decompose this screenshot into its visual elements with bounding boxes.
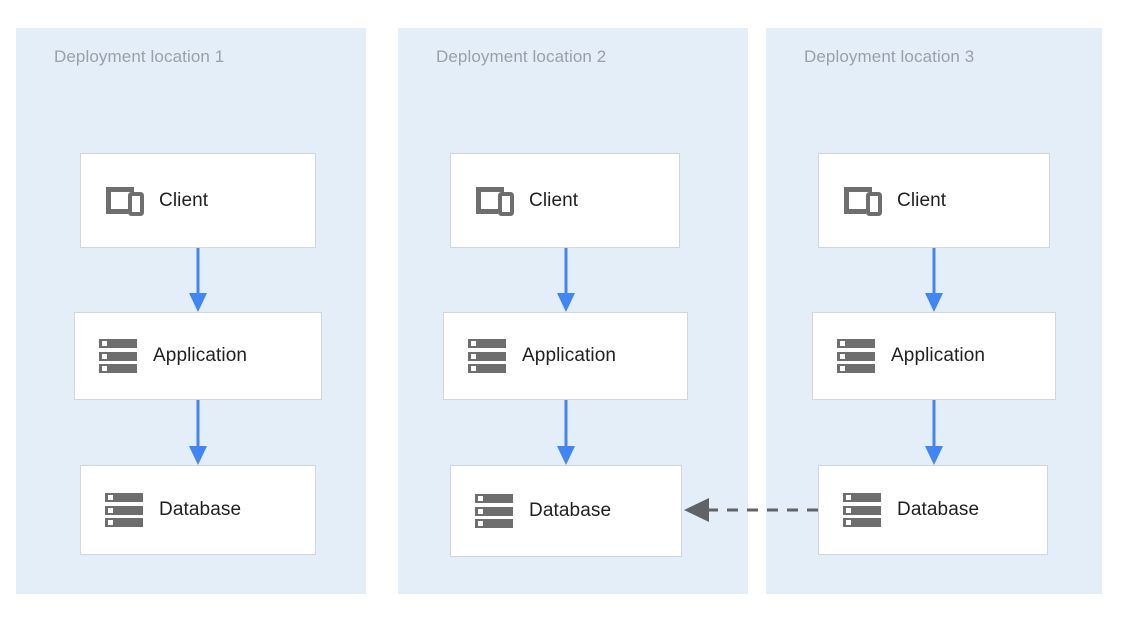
node-label-database-1: Database: [159, 499, 242, 520]
node-application-1[interactable]: Application: [74, 312, 322, 400]
server-bar: [105, 505, 143, 515]
server-icon: [841, 489, 883, 531]
server-bar: [843, 505, 881, 515]
server-bar: [837, 351, 875, 361]
node-label-client-1: Client: [159, 189, 209, 211]
server-bar: [837, 339, 875, 348]
server-bar: [475, 519, 513, 528]
node-application-3[interactable]: Application: [812, 312, 1056, 400]
node-label-application-2: Application: [522, 345, 617, 366]
server-icon: [103, 489, 145, 531]
server-bar: [837, 364, 875, 373]
node-application-2[interactable]: Application: [443, 312, 688, 400]
node-database-3[interactable]: Database: [818, 465, 1048, 555]
server-icon: [466, 335, 508, 377]
server-icon: [473, 490, 515, 532]
server-bar: [475, 494, 513, 503]
node-label-application-3: Application: [891, 345, 986, 366]
server-icon: [835, 335, 877, 377]
node-client-2[interactable]: Client: [450, 153, 680, 248]
devices-icon: [103, 180, 145, 222]
server-bar: [99, 364, 137, 373]
server-bar: [843, 493, 881, 502]
zone-title-1: Deployment location 1: [54, 47, 225, 66]
server-bar: [99, 351, 137, 361]
node-label-client-3: Client: [897, 189, 947, 211]
devices-icon: [473, 180, 515, 222]
node-label-client-2: Client: [529, 189, 579, 211]
node-client-3[interactable]: Client: [818, 153, 1050, 248]
devices-icon: [841, 180, 883, 222]
server-bar: [843, 518, 881, 527]
server-bar: [475, 506, 513, 516]
server-bar: [468, 364, 506, 373]
node-label-application-1: Application: [153, 345, 248, 366]
node-label-database-3: Database: [897, 499, 980, 520]
zone-title-3: Deployment location 3: [804, 47, 975, 66]
server-bar: [105, 518, 143, 527]
server-bar: [468, 339, 506, 348]
node-client-1[interactable]: Client: [80, 153, 316, 248]
server-icon: [97, 335, 139, 377]
server-bar: [468, 351, 506, 361]
server-bar: [99, 339, 137, 348]
zone-title-2: Deployment location 2: [436, 47, 607, 66]
node-database-2[interactable]: Database: [450, 465, 682, 557]
node-database-1[interactable]: Database: [80, 465, 316, 555]
server-bar: [105, 493, 143, 502]
node-label-database-2: Database: [529, 500, 612, 521]
